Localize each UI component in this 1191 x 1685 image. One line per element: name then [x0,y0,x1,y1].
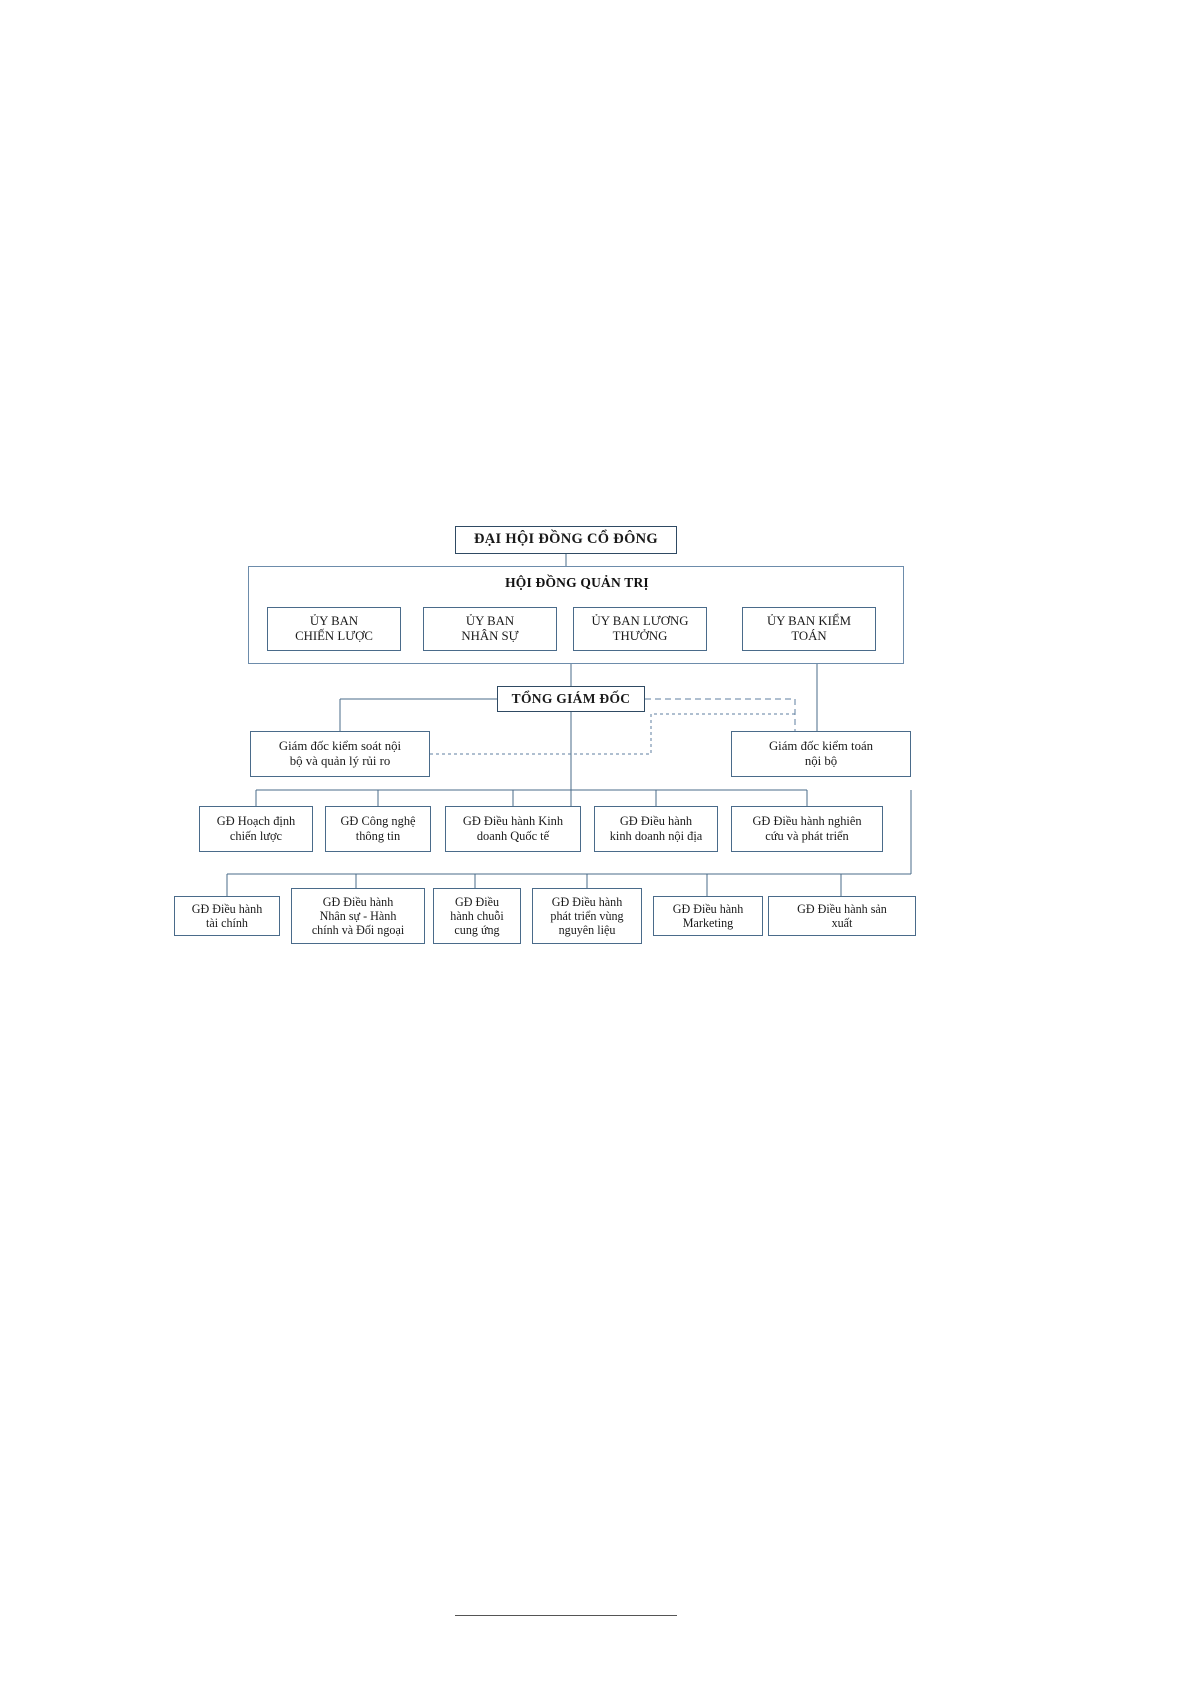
committee-audit-label: ỦY BAN KIỂM TOÁN [747,614,871,644]
internal-audit-label: Giám đốc kiểm toán nội bộ [736,739,906,769]
hr-admin-line3: chính và Đối ngoại [311,923,405,938]
material-region-line2: phát triển vùng [550,908,624,923]
international-business-line1: GĐ Điều hành Kinh [462,814,564,829]
marketing-director-line1: GĐ Điều hành [672,901,744,916]
finance-director-line1: GĐ Điều hành [191,901,263,916]
committee-strategy-line2: CHIẾN LƯỢC [295,629,373,643]
international-business-line2: doanh Quốc tế [476,829,550,843]
node-internal-audit-director[interactable]: Giám đốc kiểm toán nội bộ [731,731,911,777]
page-footer-rule [455,1615,677,1616]
finance-director-label: GĐ Điều hành tài chính [179,902,275,931]
node-shareholders-meeting[interactable]: ĐẠI HỘI ĐỒNG CỔ ĐÔNG [455,526,677,554]
committee-remuneration-label: ỦY BAN LƯƠNG THƯỞNG [578,614,702,644]
strategy-planning-line2: chiến lược [229,829,283,843]
node-marketing-director[interactable]: GĐ Điều hành Marketing [653,896,763,936]
production-director-line1: GĐ Điều hành sản [797,901,887,916]
production-director-label: GĐ Điều hành sản xuất [773,902,911,931]
committee-audit-line2: TOÁN [791,629,827,643]
marketing-director-line2: Marketing [682,916,734,930]
node-committee-hr[interactable]: ỦY BAN NHÂN SỰ [423,607,557,651]
rnd-director-line2: cứu và phát triển [765,829,849,843]
internal-control-line1: Giám đốc kiểm soát nội [278,738,402,753]
node-it-director[interactable]: GĐ Công nghệ thông tin [325,806,431,852]
committee-audit-line1: ỦY BAN KIỂM [766,613,852,628]
committee-strategy-line1: ỦY BAN [309,613,359,628]
rnd-director-label: GĐ Điều hành nghiên cứu và phát triển [736,814,878,843]
domestic-business-line2: kinh doanh nội địa [609,829,703,843]
node-committee-audit[interactable]: ỦY BAN KIỂM TOÁN [742,607,876,651]
node-strategy-planning-director[interactable]: GĐ Hoạch định chiến lược [199,806,313,852]
board-of-directors-title: HỘI ĐỒNG QUẢN TRỊ [505,575,649,590]
committee-remuneration-line2: THƯỞNG [612,629,668,643]
supply-chain-label: GĐ Điều hành chuỗi cung ứng [438,895,516,938]
supply-chain-line2: hành chuỗi [450,908,504,923]
rnd-director-line1: GĐ Điều hành nghiên [752,814,862,829]
hr-admin-label: GĐ Điều hành Nhân sự - Hành chính và Đối… [296,895,420,938]
domestic-business-label: GĐ Điều hành kinh doanh nội địa [599,814,713,843]
node-label: TỔNG GIÁM ĐỐC [511,691,631,707]
internal-control-line2: bộ và quản lý rủi ro [289,754,391,768]
production-director-line2: xuất [831,916,853,930]
node-international-business-director[interactable]: GĐ Điều hành Kinh doanh Quốc tế [445,806,581,852]
node-label: ĐẠI HỘI ĐỒNG CỔ ĐÔNG [473,531,659,548]
internal-audit-line1: Giám đốc kiểm toán [768,738,874,753]
strategy-planning-line1: GĐ Hoạch định [216,814,296,829]
node-committee-strategy[interactable]: ỦY BAN CHIẾN LƯỢC [267,607,401,651]
domestic-business-line1: GĐ Điều hành [619,814,693,829]
supply-chain-line1: GĐ Điều [455,894,499,909]
internal-control-label: Giám đốc kiểm soát nội bộ và quản lý rủi… [255,739,425,769]
internal-audit-line2: nội bộ [804,754,838,768]
node-internal-control-director[interactable]: Giám đốc kiểm soát nội bộ và quản lý rủi… [250,731,430,777]
committee-hr-label: ỦY BAN NHÂN SỰ [428,614,552,644]
committee-hr-line2: NHÂN SỰ [461,629,519,643]
node-production-director[interactable]: GĐ Điều hành sản xuất [768,896,916,936]
node-committee-remuneration[interactable]: ỦY BAN LƯƠNG THƯỞNG [573,607,707,651]
marketing-director-label: GĐ Điều hành Marketing [658,902,758,931]
material-region-line1: GĐ Điều hành [551,894,623,909]
node-ceo[interactable]: TỔNG GIÁM ĐỐC [497,686,645,712]
it-director-line2: thông tin [355,829,401,843]
it-director-line1: GĐ Công nghệ [340,814,416,829]
strategy-planning-label: GĐ Hoạch định chiến lược [204,814,308,843]
material-region-label: GĐ Điều hành phát triển vùng nguyên liệu [537,895,637,938]
node-material-region-director[interactable]: GĐ Điều hành phát triển vùng nguyên liệu [532,888,642,944]
node-hr-admin-director[interactable]: GĐ Điều hành Nhân sự - Hành chính và Đối… [291,888,425,944]
hr-admin-line1: GĐ Điều hành [322,894,394,909]
hr-admin-line2: Nhân sự - Hành [319,908,397,923]
supply-chain-line3: cung ứng [454,923,500,938]
node-supply-chain-director[interactable]: GĐ Điều hành chuỗi cung ứng [433,888,521,944]
node-finance-director[interactable]: GĐ Điều hành tài chính [174,896,280,936]
node-domestic-business-director[interactable]: GĐ Điều hành kinh doanh nội địa [594,806,718,852]
committee-hr-line1: ỦY BAN [465,613,515,628]
international-business-label: GĐ Điều hành Kinh doanh Quốc tế [450,814,576,843]
node-rnd-director[interactable]: GĐ Điều hành nghiên cứu và phát triển [731,806,883,852]
it-director-label: GĐ Công nghệ thông tin [330,814,426,843]
committee-remuneration-line1: ỦY BAN LƯƠNG [591,613,689,628]
committee-strategy-label: ỦY BAN CHIẾN LƯỢC [272,614,396,644]
material-region-line3: nguyên liệu [558,923,616,938]
finance-director-line2: tài chính [206,916,248,930]
